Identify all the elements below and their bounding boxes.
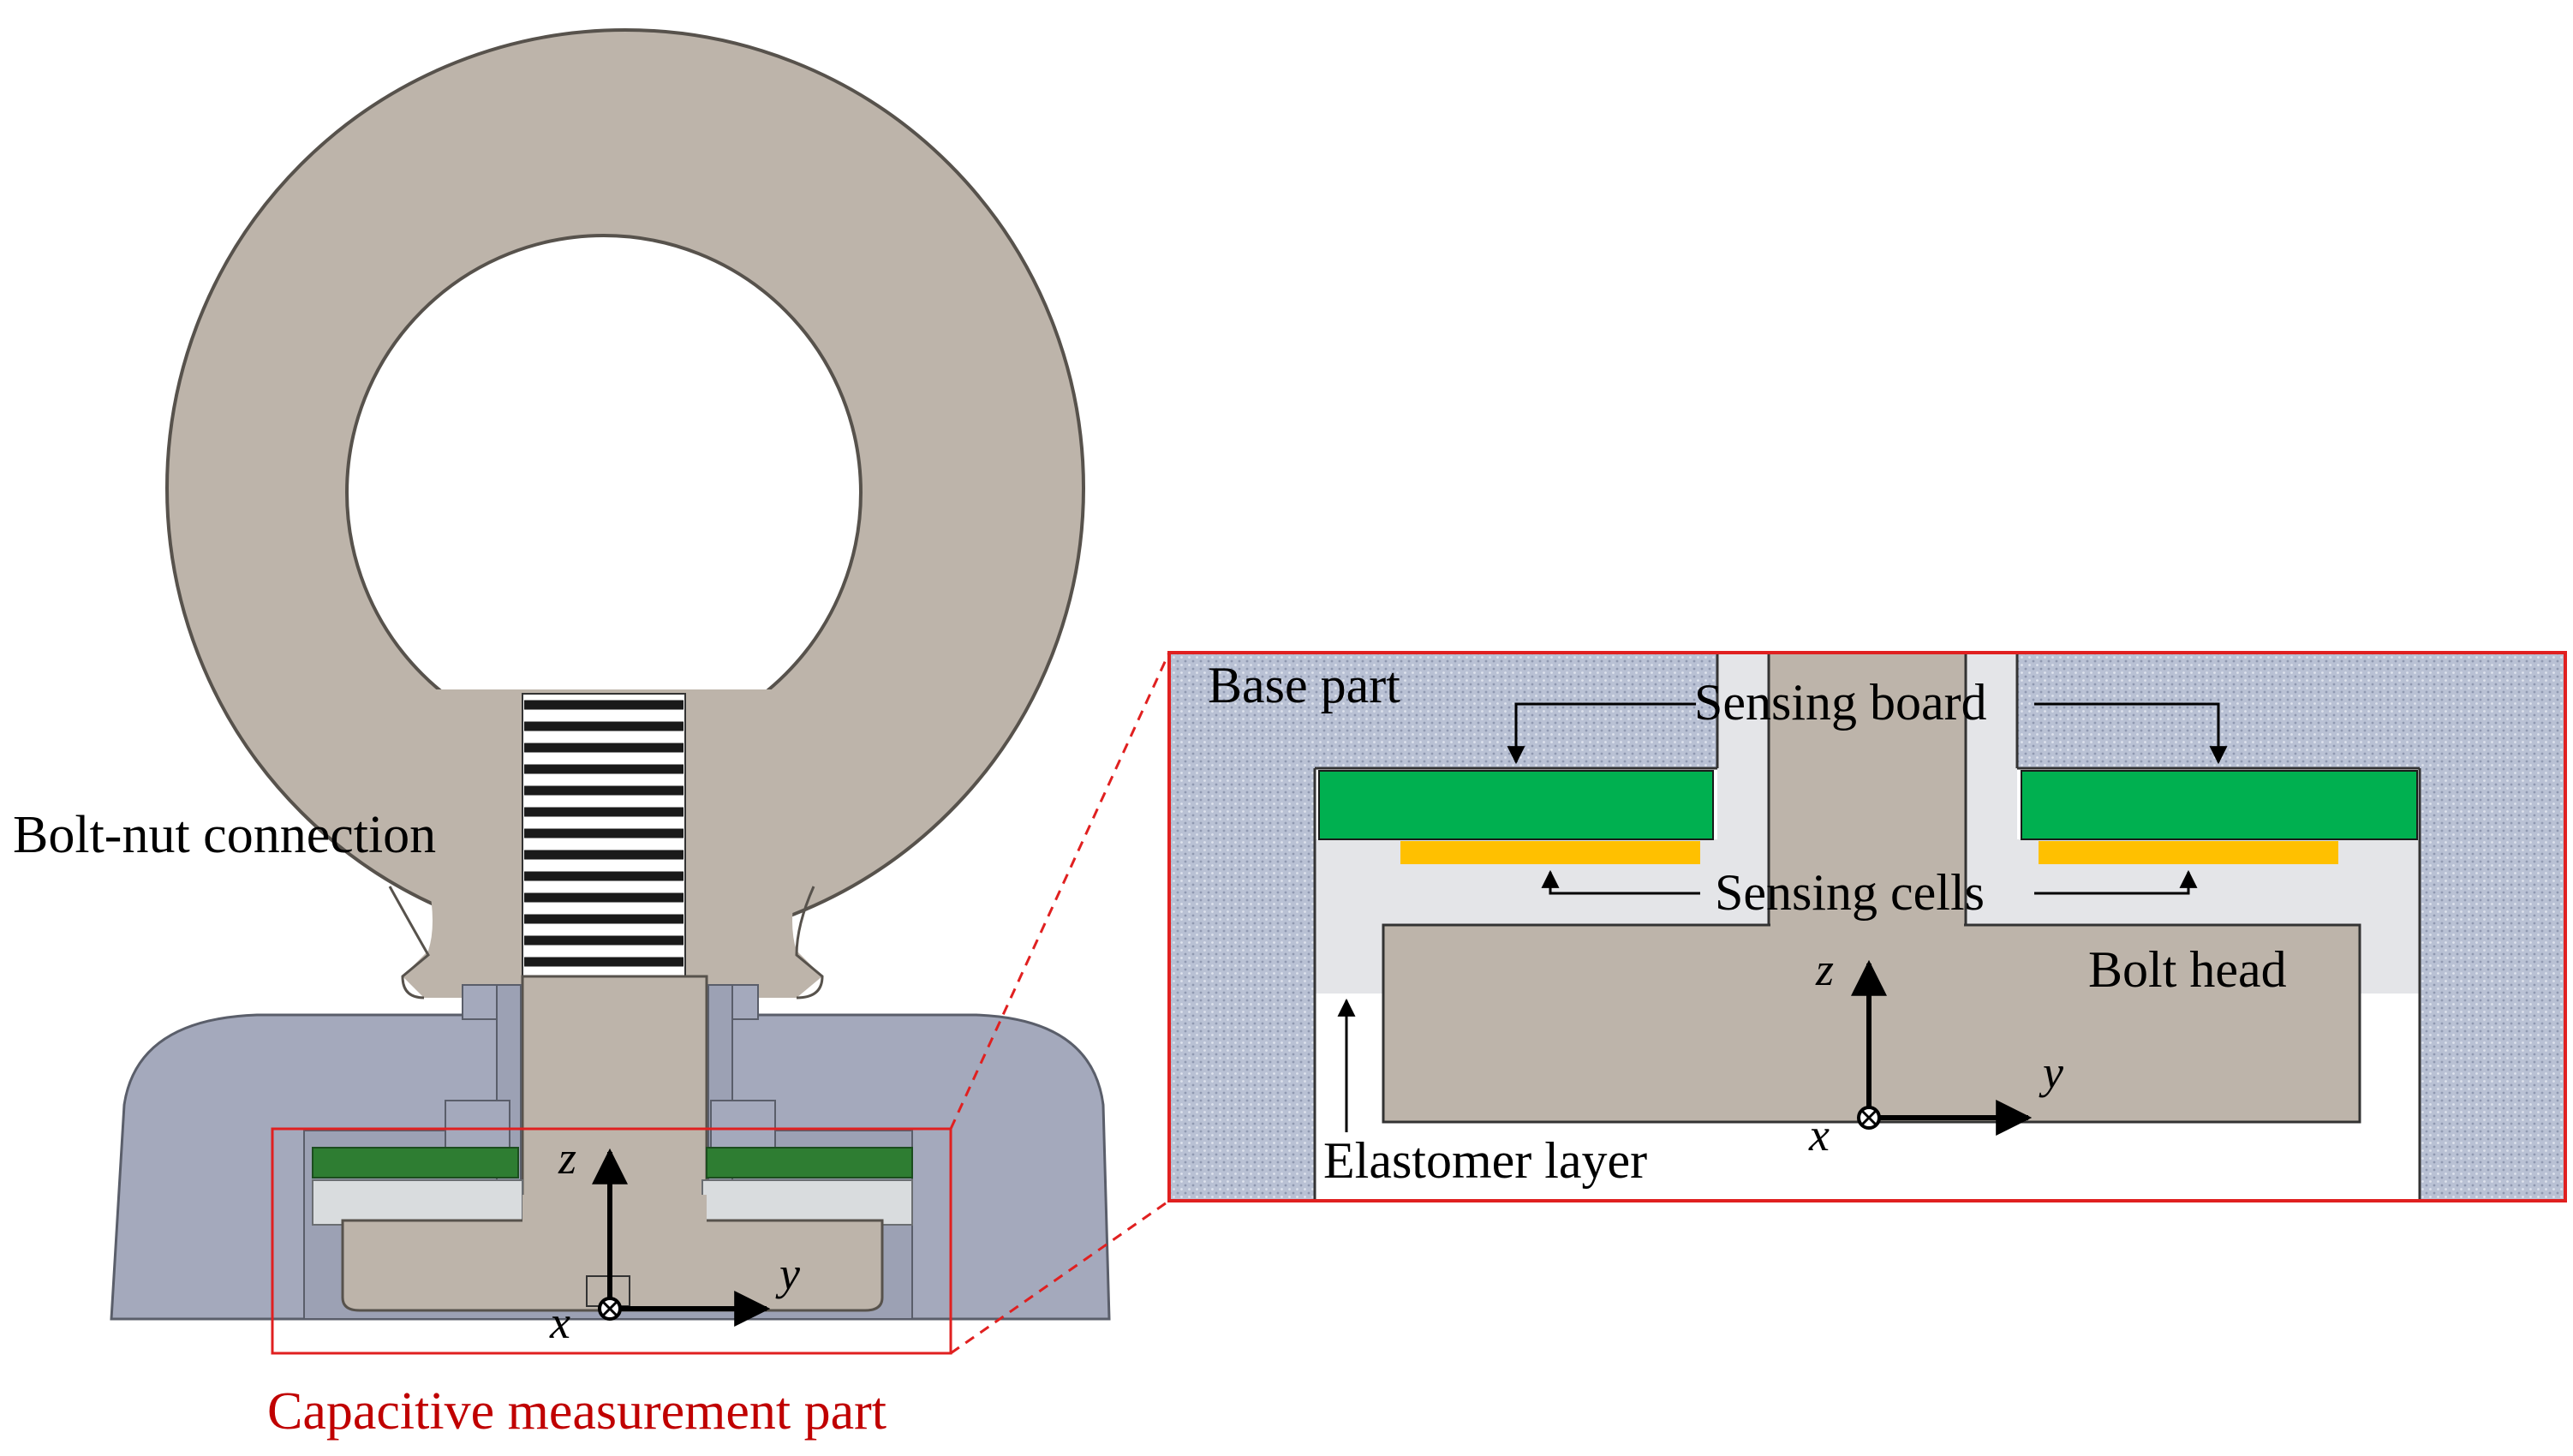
zoom-sensing-cell-right <box>2039 841 2338 864</box>
sensing-cells-leaders <box>1541 869 2198 895</box>
right-axes <box>1851 959 2033 1136</box>
zoom-bolt-stem <box>1767 651 1967 928</box>
bolt-head-label: Bolt head <box>2088 941 2287 998</box>
eye-ring-hole <box>345 234 863 751</box>
capacitive-part-label: Capacitive measurement part <box>267 1382 887 1441</box>
right-axis-y: y <box>2039 1047 2063 1098</box>
bolt-nut-label: Bolt-nut connection <box>13 806 436 864</box>
base-part-right <box>2420 653 2565 1201</box>
sensing-cells-label: Sensing cells <box>1715 864 1985 921</box>
eye-bolt-assembly <box>110 28 1111 1321</box>
zoom-sensing-board-left <box>1318 770 1714 840</box>
zoom-sensing-board-right <box>2021 770 2418 840</box>
base-part-left <box>1169 653 1315 1201</box>
zoomed-section <box>1167 651 2567 1202</box>
capacitive-highlight-box <box>271 1127 952 1355</box>
thread-lines <box>524 700 684 967</box>
base-part-label: Base part <box>1208 657 1400 713</box>
left-axes <box>592 1148 771 1327</box>
zoom-lines <box>949 652 1171 1355</box>
right-axis-x: x <box>1808 1109 1830 1161</box>
sensing-board-leaders <box>1507 702 2228 765</box>
left-sensing-board <box>312 1147 519 1179</box>
bolt-shaft <box>521 975 708 1201</box>
right-sensing-board <box>706 1147 913 1179</box>
elastomer-label: Elastomer layer <box>1323 1132 1647 1189</box>
left-axis-z: z <box>558 1132 576 1184</box>
right-axis-z: z <box>1815 944 1834 995</box>
left-axis-y: y <box>775 1248 800 1299</box>
sensing-board-label: Sensing board <box>1694 674 1987 731</box>
zoom-sensing-cell-left <box>1400 841 1700 864</box>
left-axis-x: x <box>549 1297 570 1348</box>
